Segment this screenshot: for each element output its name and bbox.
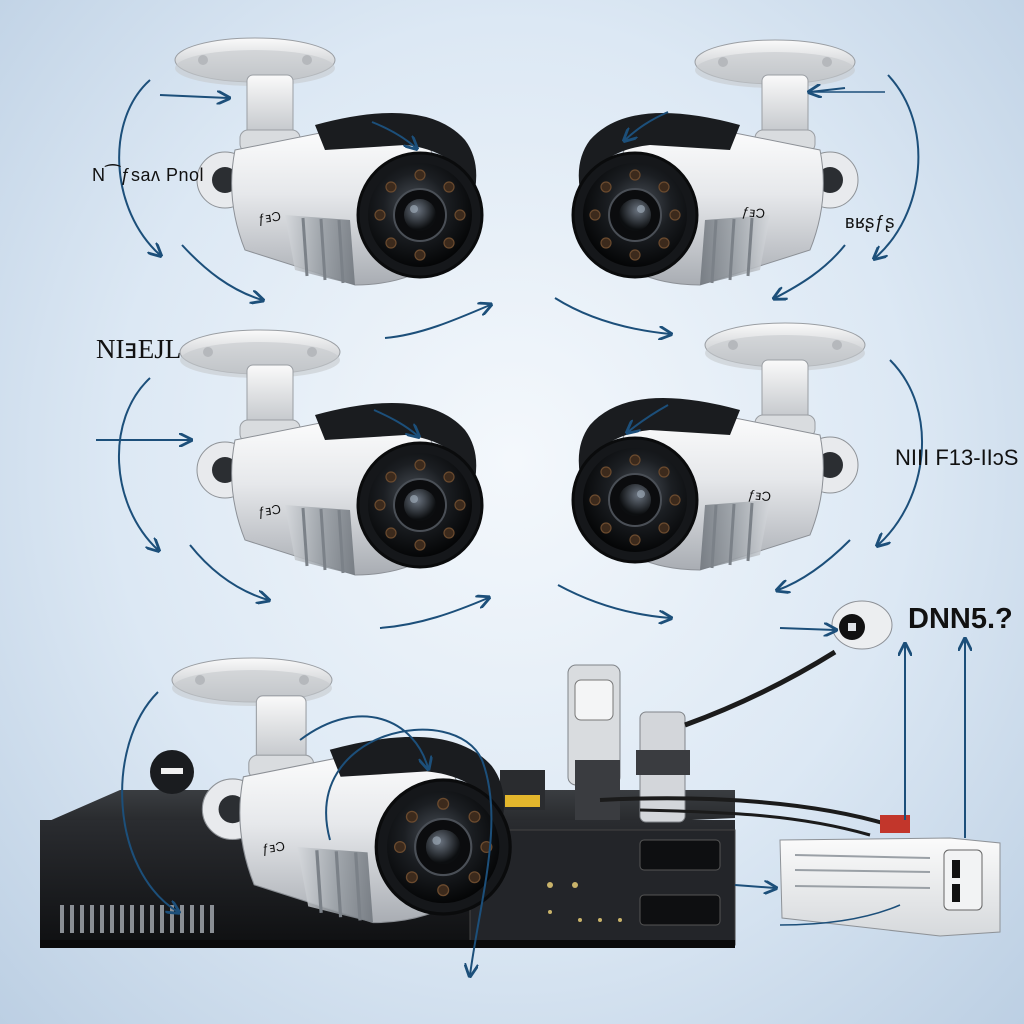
camera-badge-1: ƒⱻƆ bbox=[256, 208, 282, 227]
label-top-left: N⁀ƒsaʌ Pnol bbox=[92, 165, 205, 185]
camera-middle-left bbox=[179, 329, 484, 577]
camera-badge-3: ƒⱻƆ bbox=[256, 501, 282, 520]
rotation-arrows bbox=[96, 74, 965, 975]
camera-top-right bbox=[571, 39, 860, 287]
small-sensor bbox=[831, 600, 893, 650]
label-middle-left: NIⱻEJL bbox=[96, 334, 182, 364]
label-middle-right: NIII F13-IIɔS bbox=[895, 445, 1019, 470]
camera-badge-5: ƒⱻƆ bbox=[260, 838, 286, 857]
camera-top-left bbox=[174, 37, 484, 287]
camera-badge-2: ƒⱻƆ bbox=[741, 203, 766, 222]
camera-badge-4: ƒⱻƆ bbox=[747, 486, 772, 505]
power-box bbox=[779, 815, 1001, 937]
label-lower-right: DNN5.? bbox=[908, 603, 1013, 635]
dvr-recorder bbox=[40, 790, 736, 948]
connectors bbox=[500, 649, 906, 837]
label-top-right: ʙʁʂƒʂ bbox=[845, 212, 895, 232]
camera-middle-right bbox=[571, 322, 866, 572]
